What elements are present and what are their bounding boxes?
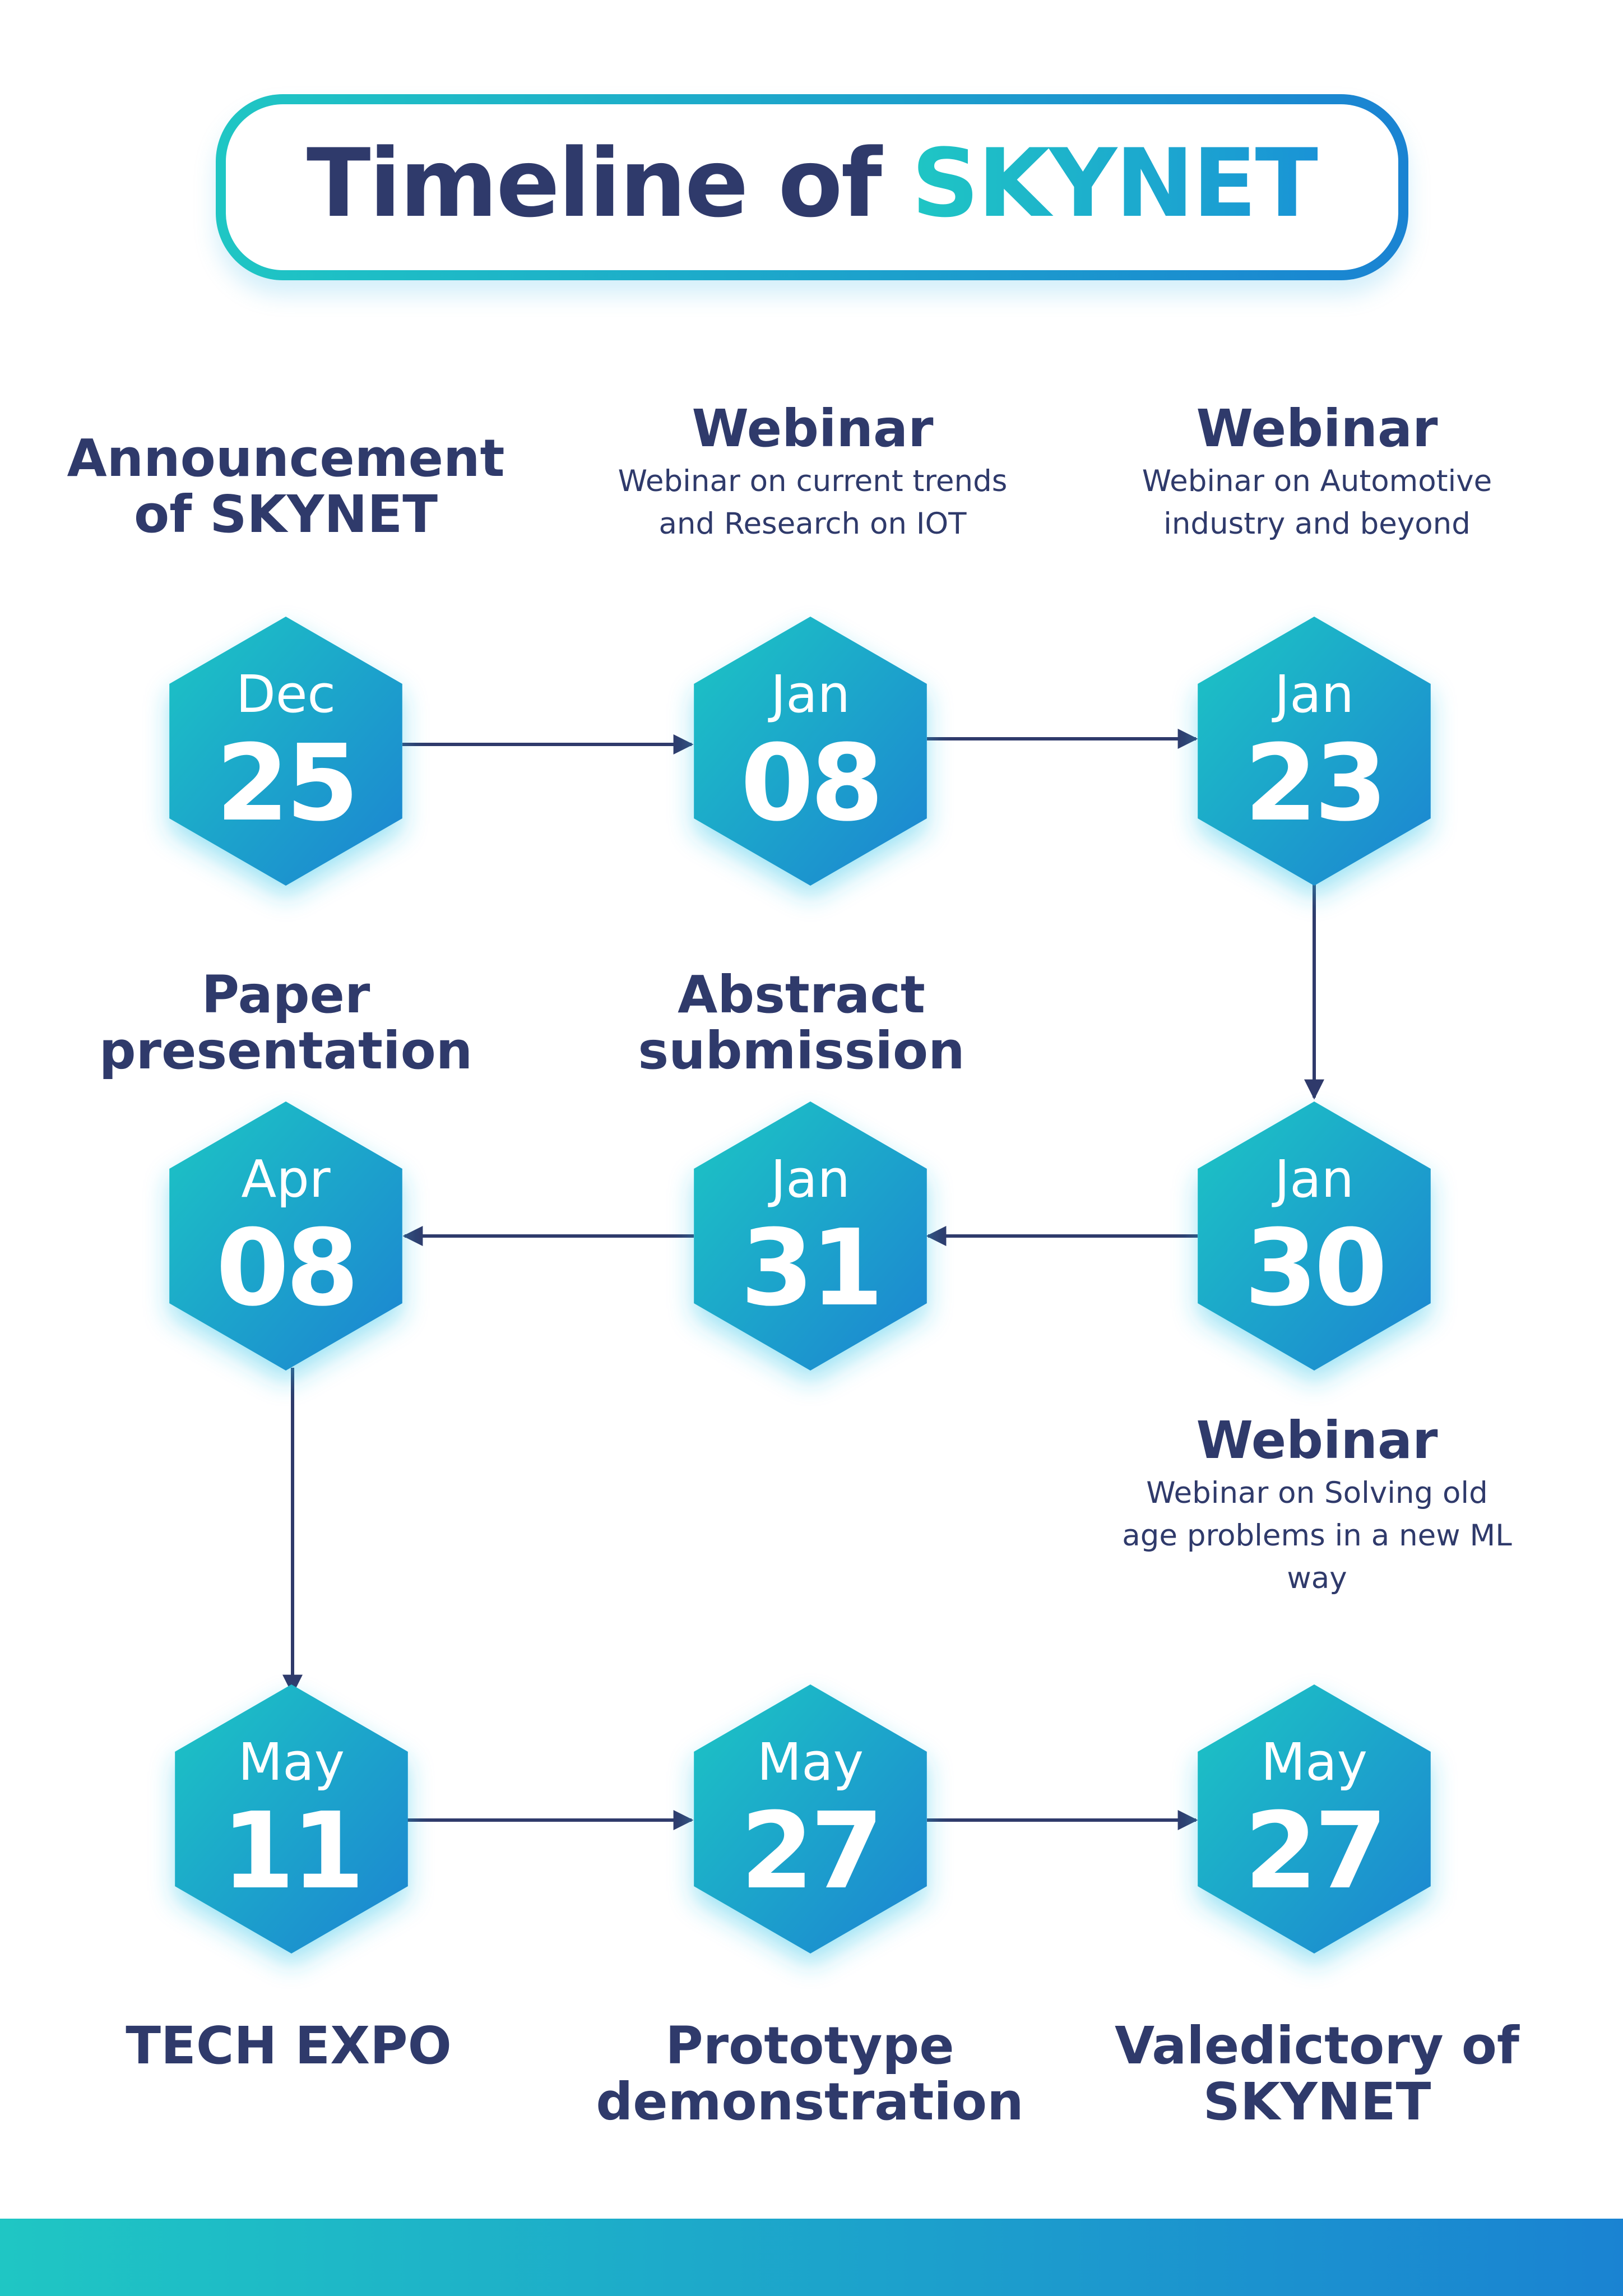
caption-webinar-iot: Webinar Webinar on current trends and Re…: [616, 401, 1009, 545]
caption-heading: Webinar: [692, 399, 934, 459]
caption-description: Webinar on Automotive industry and beyon…: [1142, 464, 1492, 541]
caption-heading: Prototype demonstration: [596, 2016, 1024, 2132]
milestone-day: 30: [1244, 1207, 1384, 1330]
hexagon-badge: [169, 1101, 402, 1371]
caption-heading: TECH EXPO: [126, 2016, 452, 2076]
hexagon-badge: [694, 1684, 927, 1954]
milestone-month: Jan: [768, 664, 850, 724]
caption-heading: Valedictory of SKYNET: [1115, 2016, 1519, 2132]
hexagon-badge: [694, 1101, 927, 1371]
caption-announcement: Announcement of SKYNET: [56, 430, 516, 543]
milestone-hexagons: Dec25Jan08Jan23Jan30Jan31Apr08May11May27…: [169, 617, 1431, 1954]
caption-description: Webinar on current trends and Research o…: [618, 464, 1008, 541]
milestone-month: May: [757, 1732, 864, 1792]
caption-heading: Abstract submission: [638, 965, 965, 1081]
milestone-day: 25: [216, 722, 356, 845]
milestone-day: 23: [1244, 722, 1384, 845]
caption-paper-presentation: Paper presentation: [84, 967, 488, 1079]
milestone-month: May: [238, 1732, 345, 1792]
milestone-day: 31: [740, 1207, 880, 1330]
hexagon-badge: [694, 617, 927, 886]
title-highlight: SKYNET: [911, 128, 1319, 238]
caption-heading: Webinar: [1196, 399, 1438, 459]
milestone-day: 11: [221, 1790, 361, 1913]
caption-tech-expo: TECH EXPO: [67, 2018, 510, 2074]
caption-heading: Paper presentation: [99, 965, 473, 1081]
hexagon-badge: [1198, 617, 1431, 886]
caption-webinar-automotive: Webinar Webinar on Automotive industry a…: [1121, 401, 1513, 545]
title-banner: Timeline of SKYNET: [216, 94, 1408, 280]
caption-heading: Announcement of SKYNET: [67, 428, 505, 544]
caption-abstract-submission: Abstract submission: [588, 967, 1014, 1079]
hexagon-badge: [1198, 1684, 1431, 1954]
footer-band: [0, 2219, 1623, 2296]
caption-description: Webinar on Solving old age problems in a…: [1122, 1476, 1512, 1595]
caption-webinar-ml: Webinar Webinar on Solving old age probl…: [1121, 1413, 1513, 1600]
caption-prototype-demonstration: Prototype demonstration: [588, 2018, 1031, 2130]
milestone-month: Dec: [236, 664, 336, 724]
milestone-day: 27: [1244, 1790, 1384, 1913]
milestone-month: Apr: [241, 1149, 330, 1209]
connectors: [282, 729, 1324, 1830]
page-title: Timeline of SKYNET: [306, 128, 1319, 238]
milestone-month: Jan: [768, 1149, 850, 1209]
milestone-month: Jan: [1272, 664, 1354, 724]
milestone-day: 08: [216, 1207, 356, 1330]
milestone-day: 27: [740, 1790, 880, 1913]
milestone-month: May: [1261, 1732, 1367, 1792]
milestone-month: Jan: [1272, 1149, 1354, 1209]
hexagon-badge: [169, 617, 402, 886]
hexagon-badge: [1198, 1101, 1431, 1371]
hexagon-badge: [175, 1684, 408, 1954]
caption-valedictory: Valedictory of SKYNET: [1098, 2018, 1536, 2130]
milestone-day: 08: [740, 722, 880, 845]
title-prefix: Timeline of: [306, 128, 882, 238]
caption-heading: Webinar: [1196, 1410, 1438, 1470]
